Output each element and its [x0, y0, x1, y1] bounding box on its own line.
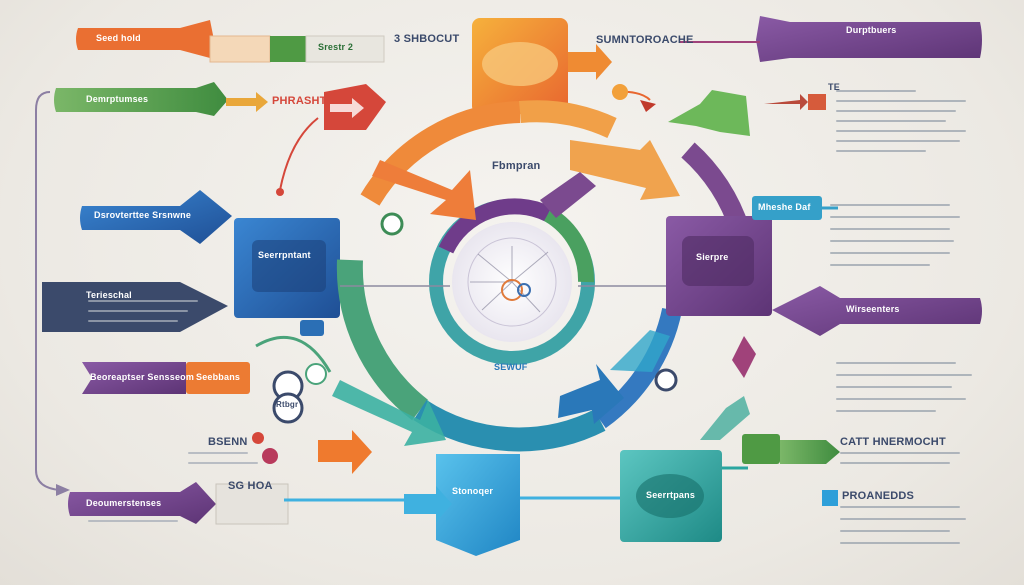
programs-label: PROANEDDS	[842, 490, 915, 502]
purple-arrow-right	[732, 286, 982, 378]
purple-arrow-left-label: Beoreaptser Sensseom	[90, 372, 195, 382]
blue-box	[234, 218, 340, 318]
circular-flow	[332, 100, 750, 452]
bracket-arrow-head	[56, 484, 70, 496]
left-circles	[255, 320, 332, 424]
small-icon-text: Rtbgr	[276, 400, 299, 409]
top-right-title: SUMNTOROACHE	[596, 34, 694, 46]
bottom-blue-box-label: Stonoqer	[452, 486, 494, 496]
top-green-tag-label: Srestr 2	[318, 42, 354, 52]
orange-tag-left-label: Seebbans	[196, 372, 241, 382]
te-label: TE	[828, 82, 840, 92]
navy-arrow	[42, 282, 228, 332]
navy-arrow-label: Terieschal	[86, 290, 132, 300]
teal-tag-right	[752, 196, 838, 220]
blue-box-label: Seerrpntant	[258, 250, 311, 260]
top-right-purple-arrow	[611, 16, 982, 112]
bottom-teal-box-label: Seerrtpans	[646, 490, 696, 500]
bsenn-label: BSENN	[208, 436, 248, 448]
green-arrow-label: Demrptumses	[86, 94, 149, 104]
top-orange-arrow-label: Seed hold	[96, 33, 141, 43]
bottom-teal-box	[620, 396, 750, 542]
subheading-mid: 3 SHBOCUT	[394, 33, 460, 45]
top-orange-arrow	[76, 20, 385, 63]
bottom-left-arrow	[68, 482, 289, 525]
center-label: Fbmpran	[492, 160, 541, 172]
phrasht-label: PHRASHT	[272, 95, 327, 107]
green-arrow	[54, 82, 268, 116]
green-tag-bottom-right	[742, 434, 840, 464]
left-bracket-line	[35, 91, 61, 491]
small-center-text: SEWUF	[494, 362, 528, 372]
phrasht-box	[276, 84, 386, 196]
small-red-arrow	[764, 94, 808, 110]
programs-square	[822, 490, 838, 506]
teal-tag-right-label: Mheshe Daf	[758, 202, 811, 212]
orange-tag-left	[186, 362, 250, 394]
bottom-blue-box	[284, 454, 620, 556]
cat-label: CATT HNERMOCHT	[840, 436, 946, 448]
blue-arrow	[80, 190, 232, 244]
purple-arrow-left	[82, 362, 186, 394]
bsenn-area	[252, 430, 372, 474]
purple-box-label: Sierpre	[696, 252, 729, 262]
green-right-arrow	[668, 90, 750, 136]
sg-hoa-label: SG HOA	[228, 480, 273, 492]
blue-arrow-label: Dsrovterttee Srsnwne	[94, 210, 192, 220]
orange-top-box	[472, 18, 612, 114]
purple-arrow-right-label: Wirseenters	[846, 304, 900, 314]
tiny-red-square	[808, 94, 826, 110]
bottom-left-arrow-label: Deoumerstenses	[86, 498, 162, 508]
top-right-arrow-label: Durptbuers	[846, 25, 897, 35]
purple-box	[666, 216, 772, 316]
